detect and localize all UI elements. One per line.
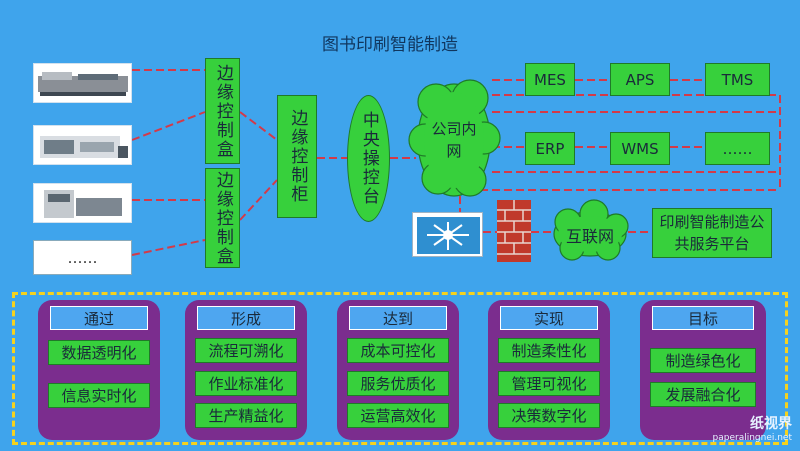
category-tongguo: 通过 数据透明化 信息实时化	[38, 300, 160, 440]
diagram-title: 图书印刷智能制造	[322, 35, 458, 55]
category-xingcheng-title: 形成	[197, 306, 295, 330]
category-shixian-title: 实现	[500, 306, 598, 330]
category-mubiao-item-1: 制造绿色化	[650, 348, 756, 373]
more-machines-label: ……	[67, 248, 98, 267]
category-shixian: 实现 制造柔性化 管理可视化 决策数字化	[488, 300, 610, 440]
edge-control-box-2-label: 边缘控制盒	[212, 170, 233, 266]
category-shixian-item-3: 决策数字化	[498, 403, 600, 428]
category-mubiao-item-2: 发展融合化	[650, 382, 756, 407]
edge-control-cabinet: 边缘控制柜	[277, 95, 317, 218]
category-shixian-item-1: 制造柔性化	[498, 338, 600, 363]
printing-machine-2	[33, 125, 132, 165]
edge-control-box-1-label: 边缘控制盒	[212, 63, 233, 159]
system-more: ……	[705, 132, 770, 165]
internet-label: 互联网	[565, 227, 614, 246]
watermark-url: paperalingnei.net	[712, 433, 792, 443]
category-tongguo-title: 通过	[50, 306, 148, 330]
edge-control-box-1: 边缘控制盒	[205, 58, 240, 164]
more-machines-box: ……	[33, 240, 132, 275]
watermark-name: 纸视界	[750, 416, 792, 432]
printing-machine-1	[33, 63, 132, 103]
system-tms: TMS	[705, 63, 770, 96]
category-xingcheng: 形成 流程可溯化 作业标准化 生产精益化	[185, 300, 307, 440]
system-aps: APS	[610, 63, 670, 96]
category-xingcheng-item-1: 流程可溯化	[195, 338, 297, 363]
category-tongguo-item-2: 信息实时化	[48, 383, 150, 408]
category-dadao: 达到 成本可控化 服务优质化 运营高效化	[337, 300, 459, 440]
central-console: 中央操控台	[347, 95, 390, 222]
intranet-label: 公司内网	[431, 120, 477, 160]
category-shixian-item-2: 管理可视化	[498, 371, 600, 396]
system-erp: ERP	[525, 132, 575, 165]
category-dadao-item-2: 服务优质化	[347, 371, 449, 396]
category-mubiao-title: 目标	[652, 306, 754, 330]
edge-control-cabinet-label: 边缘控制柜	[287, 109, 308, 204]
system-mes: MES	[525, 63, 575, 96]
category-dadao-title: 达到	[349, 306, 447, 330]
category-mubiao: 目标 制造绿色化 发展融合化	[640, 300, 766, 440]
category-xingcheng-item-2: 作业标准化	[195, 371, 297, 396]
switch-icon	[412, 212, 483, 257]
edge-control-box-2: 边缘控制盒	[205, 168, 240, 268]
firewall-icon	[497, 200, 531, 262]
goals-frame	[12, 292, 788, 445]
category-xingcheng-item-3: 生产精益化	[195, 403, 297, 428]
watermark: 纸视界 paperalingnei.net	[713, 417, 792, 445]
category-tongguo-item-1: 数据透明化	[48, 340, 150, 365]
public-service-platform: 印刷智能制造公共服务平台	[652, 208, 772, 258]
printing-machine-3	[33, 183, 132, 223]
central-console-label: 中央操控台	[358, 111, 379, 206]
system-wms: WMS	[610, 132, 670, 165]
category-dadao-item-3: 运营高效化	[347, 403, 449, 428]
category-dadao-item-1: 成本可控化	[347, 338, 449, 363]
